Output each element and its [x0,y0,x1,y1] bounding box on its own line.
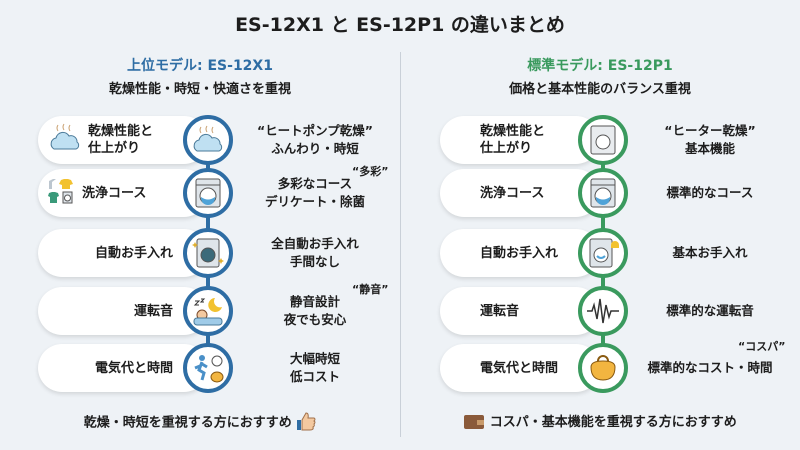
clothes-icon [48,178,74,209]
coin-purse-icon [578,343,628,393]
feature-label: 洗浄コース [480,185,545,201]
running-timer-icon [183,343,233,393]
feature-label: 乾燥性能と 仕上がり [480,124,546,156]
sleeping-person-icon [183,286,233,336]
left-feature-row-0: 乾燥性能と 仕上がり [38,116,208,164]
left-model-heading: 上位モデル: ES-12X1 [127,58,273,74]
right-model-heading: 標準モデル: ES-12P1 [527,58,673,74]
feature-label: 運転音 [133,303,173,319]
feature-description: 標準的なコース [666,185,754,200]
left-feature-row-1: 洗浄コース [38,169,208,217]
feature-label: 電気代と時間 [94,360,173,376]
right-model-subtitle: 価格と基本性能のバランス重視 [509,82,691,97]
feature-description: “ヒートポンプ乾燥” ふんわり・時短 [256,123,374,156]
left-feature-row-3: 運転音 [38,287,208,335]
right-feature-row-2: 自動お手入れ [440,229,600,277]
column-divider [400,52,401,437]
feature-note: “コスパ” [738,340,786,353]
feature-label: 運転音 [480,303,520,319]
standard-model-column: 標準モデル: ES-12P1 価格と基本性能のバランス重視乾燥性能と 仕上がり “ヒ… [400,0,800,450]
right-feature-row-1: 洗浄コース [440,169,600,217]
right-feature-row-4: 電気代と時間 [440,344,600,392]
feature-label: 洗浄コース [82,185,147,201]
feature-description: “ヒーター乾燥” 基本機能 [664,123,756,156]
left-model-subtitle: 乾燥性能・時短・快適さを重視 [108,82,291,97]
feature-note: “静音” [352,283,389,296]
wallet-icon [463,412,485,434]
feature-label: 自動お手入れ [94,245,173,261]
premium-model-column: 上位モデル: ES-12X1 乾燥性能・時短・快適さを重視乾燥性能と 仕上がり “ヒ… [0,58,400,435]
feature-label: 自動お手入れ [480,245,559,261]
thumbs-up-icon [296,411,316,435]
right-recommendation: コスパ・基本機能を重視する方におすすめ [400,411,800,434]
sparkling-washer-icon [183,228,233,278]
cloud-steam-icon [48,123,82,158]
feature-description: 大幅時短 低コスト [289,351,340,384]
feature-description: 標準的なコスト・時間 [647,360,773,375]
right-feature-row-0: 乾燥性能と 仕上がり [440,116,600,164]
dryer-icon [578,115,628,165]
sound-wave-icon [578,286,628,336]
feature-label: 乾燥性能と 仕上がり [88,124,154,156]
feature-label: 電気代と時間 [480,360,559,376]
left-feature-row-2: 自動お手入れ [38,229,208,277]
feature-description: 静音設計 夜でも安心 [283,294,347,327]
left-feature-row-4: 電気代と時間 [38,344,208,392]
right-feature-row-3: 運転音 [440,287,600,335]
feature-description: 標準的な運転音 [666,303,754,318]
left-recommendation: 乾燥・時短を重視する方におすすめ [0,411,400,435]
washer-bell-icon [578,228,628,278]
feature-description: 全自動お手入れ 手間なし [271,236,359,269]
feature-description: 基本お手入れ [672,245,748,260]
recommendation-text: コスパ・基本機能を重視する方におすすめ [489,415,737,430]
washing-machine-icon [183,168,233,218]
feature-description: 多彩なコース デリケート・除菌 [264,176,365,209]
cloud-steam-icon [183,115,233,165]
recommendation-text: 乾燥・時短を重視する方におすすめ [83,415,292,431]
feature-note: “多彩” [352,165,389,178]
page-title: ES-12X1 と ES-12P1 の違いまとめ [235,14,565,36]
washing-machine-icon [578,168,628,218]
